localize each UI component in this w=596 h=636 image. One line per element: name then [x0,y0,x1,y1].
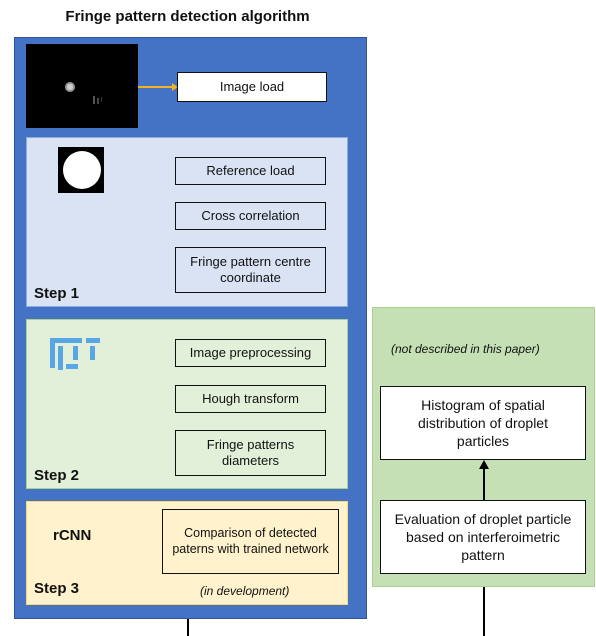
reference-image-icon [58,147,104,193]
step1-label: Step 1 [34,285,80,302]
in-development-note: (in development) [200,584,290,598]
histogram-box: Histogram of spatial distribution of dro… [380,386,586,460]
input-image-thumbnail [26,44,138,128]
comparison-box: Comparison of detected paterns with trai… [162,509,339,574]
evaluation-box: Evaluation of droplet particle based on … [380,500,586,574]
fringe-image-icon [26,44,138,128]
fringe-diameters-box: Fringe patterns diameters [175,430,326,476]
fiji-logo-icon [50,338,100,370]
rcnn-label: rCNN [53,527,92,544]
fringe-centre-box: Fringe pattern centre coordinate [175,247,326,293]
diagram-title: Fringe pattern detection algorithm [65,8,310,25]
not-described-note: (not described in this paper) [391,342,540,356]
reference-load-box: Reference load [175,157,326,185]
step2-label: Step 2 [34,467,80,484]
image-load-box: Image load [177,72,327,102]
arrow-up-icon [479,460,489,500]
image-load-arrow-head [172,83,178,91]
image-preprocessing-box: Image preprocessing [175,339,326,367]
cross-correlation-box: Cross correlation [175,202,326,230]
hough-transform-box: Hough transform [175,385,326,413]
step3-label: Step 3 [34,580,80,597]
